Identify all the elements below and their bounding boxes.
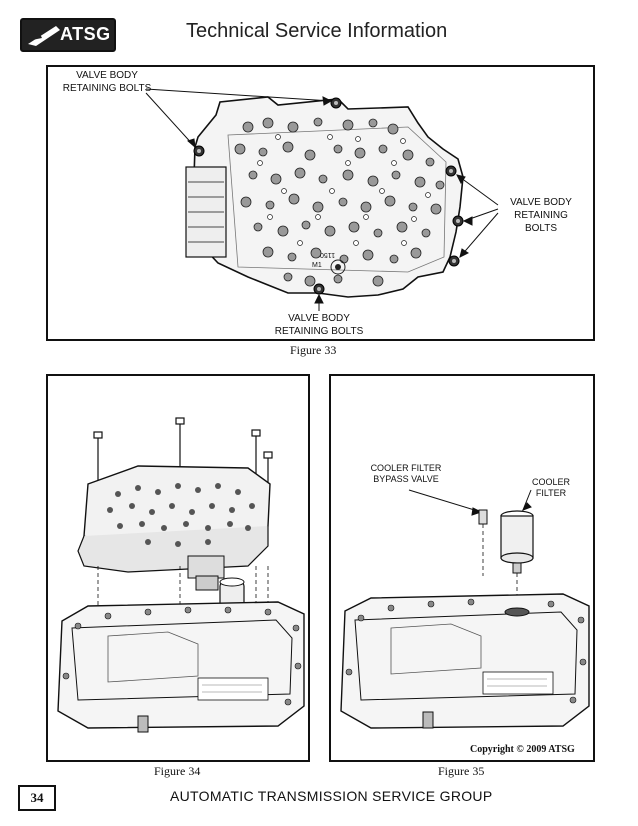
atsg-logo: ATSG bbox=[20, 18, 116, 52]
footer-text: AUTOMATIC TRANSMISSION SERVICE GROUP bbox=[170, 788, 493, 804]
figure-34-caption: Figure 34 bbox=[154, 764, 201, 778]
logo-text: ATSG bbox=[60, 24, 111, 44]
stamp-code: 1150 bbox=[320, 251, 336, 258]
page-title: Technical Service Information bbox=[186, 20, 448, 42]
callout-bypass-line2: BYPASS VALVE bbox=[373, 474, 439, 484]
figure-33-caption: Figure 33 bbox=[290, 343, 337, 357]
callout-bypass-valve: COOLER FILTER BYPASS VALVE bbox=[368, 463, 444, 485]
stamp-small: M1 bbox=[312, 262, 322, 269]
callout-right: VALVE BODY RETAINING BOLTS bbox=[498, 196, 584, 235]
callout-right-line2: RETAINING BOLTS bbox=[514, 210, 568, 234]
callout-top-left: VALVE BODY RETAINING BOLTS bbox=[62, 69, 152, 95]
figure-35-caption: Figure 35 bbox=[438, 764, 485, 778]
callout-right-line1: VALVE BODY bbox=[510, 197, 572, 208]
callout-bypass-line1: COOLER FILTER bbox=[370, 463, 442, 473]
callout-cooler-filter: COOLER FILTER bbox=[531, 477, 570, 498]
logo-emblem-icon bbox=[28, 26, 60, 46]
callout-top-left-line2: RETAINING BOLTS bbox=[62, 83, 152, 94]
figure-34-illustration bbox=[57, 417, 305, 733]
copyright-notice: Copyright © 2009 ATSG bbox=[470, 744, 575, 755]
page-number: 34 bbox=[18, 785, 56, 811]
callout-top-left-line1: VALVE BODY bbox=[76, 70, 138, 81]
figure-35-illustration bbox=[340, 489, 590, 729]
callout-bottom-line2: RETAINING BOLTS bbox=[274, 326, 364, 337]
callout-bottom-line1: VALVE BODY bbox=[288, 313, 350, 324]
figure-33-illustration bbox=[145, 88, 499, 311]
callout-bottom: VALVE BODY RETAINING BOLTS bbox=[262, 312, 376, 338]
